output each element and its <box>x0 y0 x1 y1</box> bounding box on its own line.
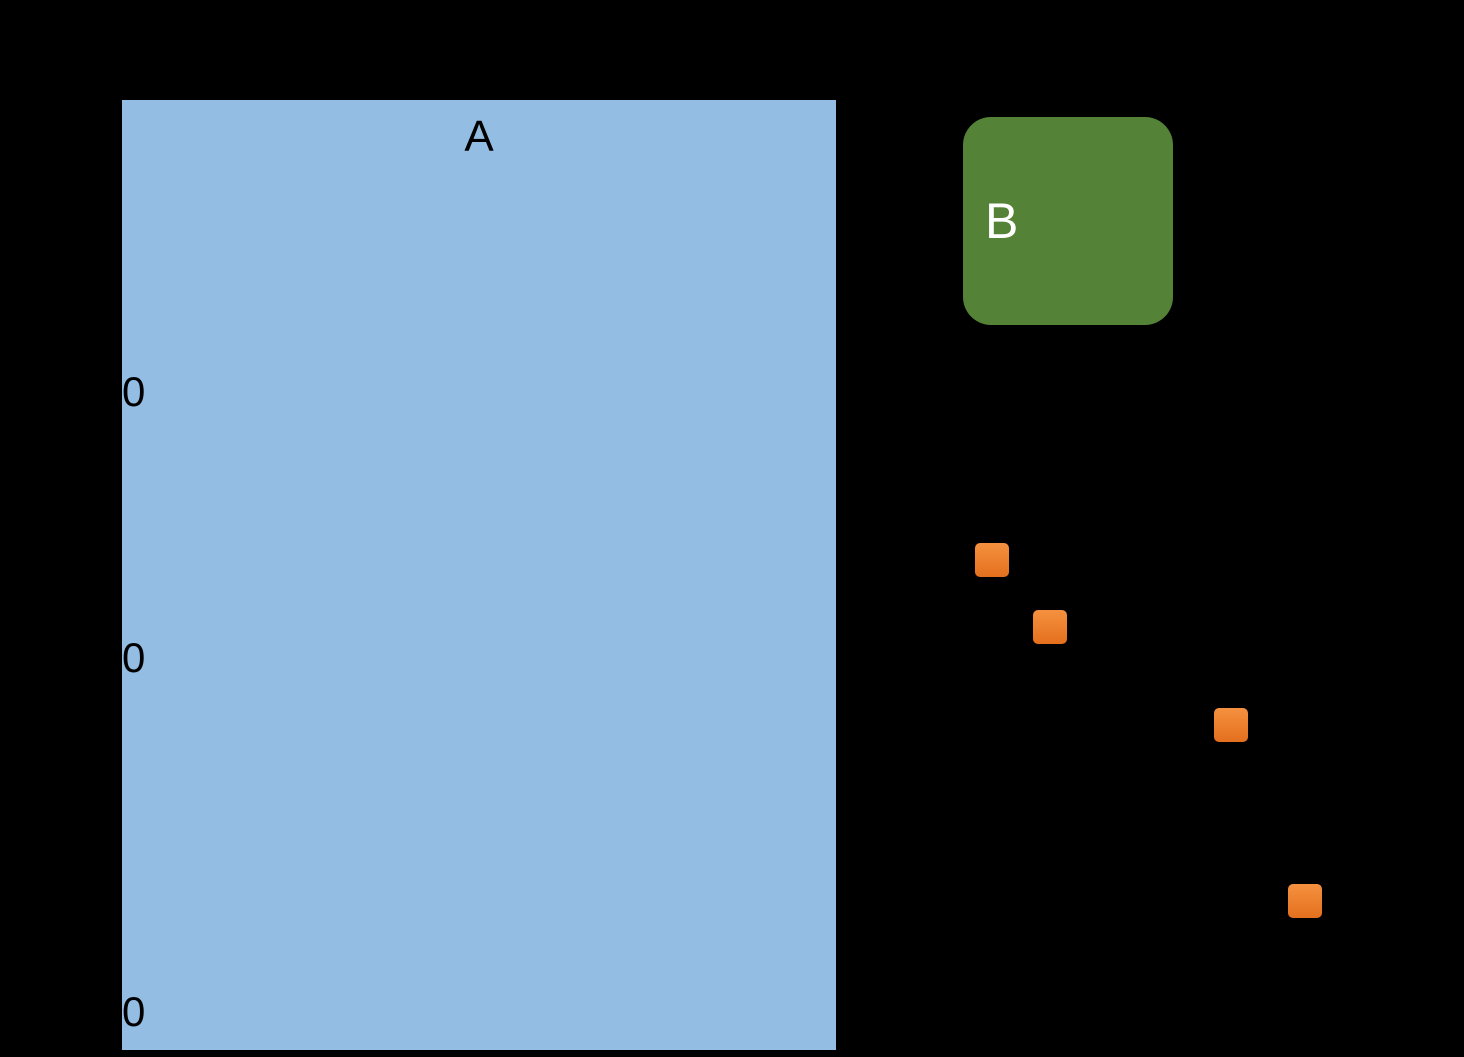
scatter-marker <box>975 543 1009 577</box>
scatter-marker <box>1214 708 1248 742</box>
scatter-marker <box>1033 610 1067 644</box>
blue-panel-a: A <box>122 100 836 1050</box>
green-box-label: B <box>985 193 1019 249</box>
y-axis-tick-label: 0 <box>122 988 146 1035</box>
blue-panel-label: A <box>464 112 494 161</box>
y-axis-tick-label: 0 <box>122 634 146 681</box>
green-box-b: B <box>963 117 1173 325</box>
y-axis-tick-label: 0 <box>122 368 146 415</box>
scatter-marker <box>1288 884 1322 918</box>
